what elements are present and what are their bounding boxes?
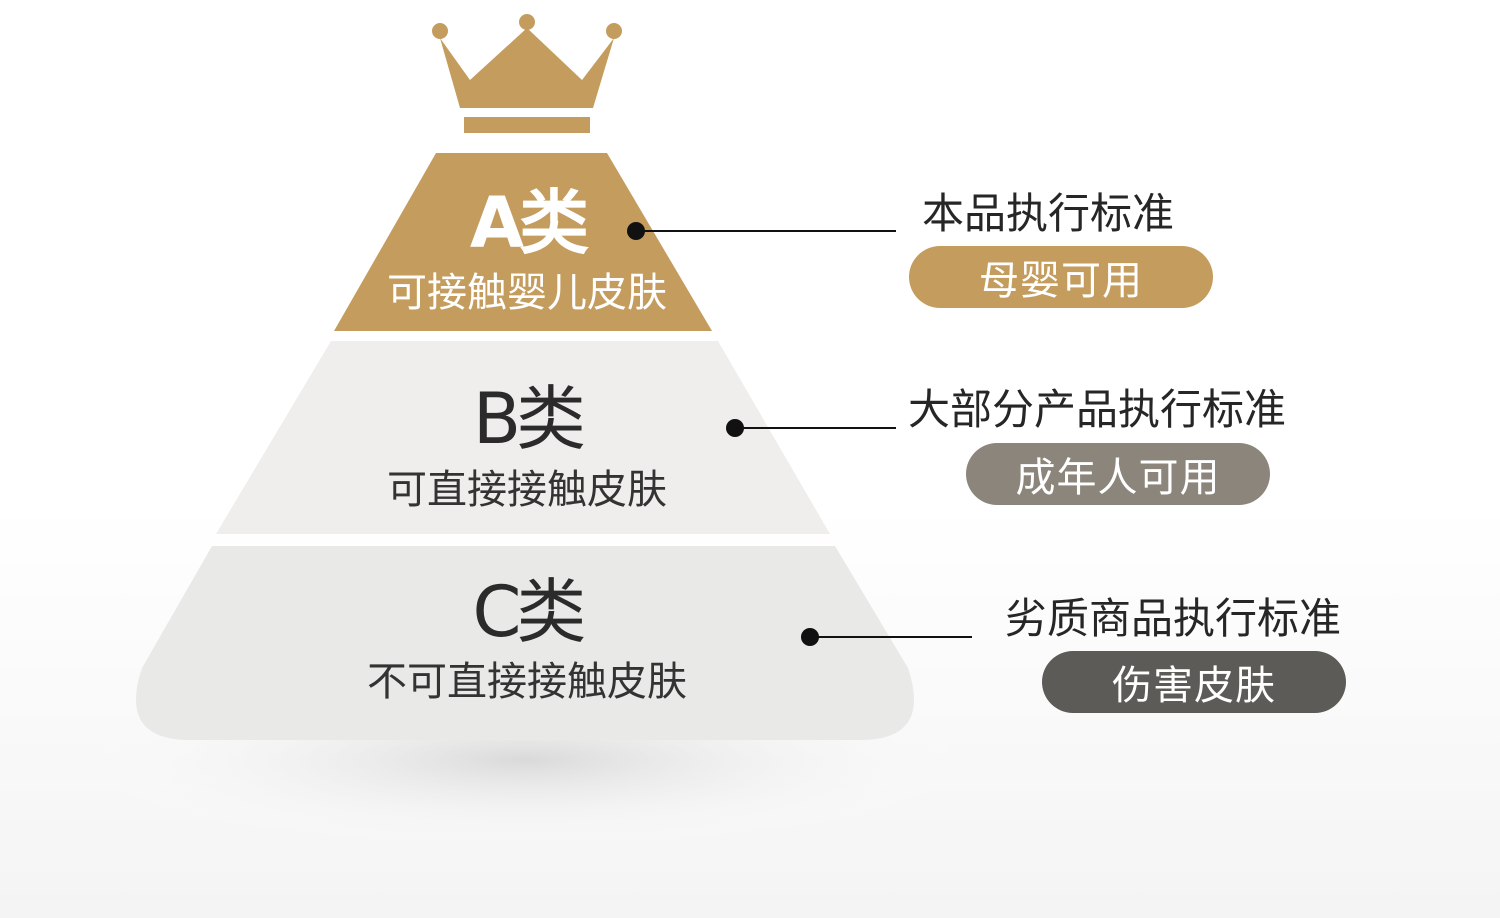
tier-a-band bbox=[334, 153, 712, 331]
crown-icon bbox=[432, 14, 622, 133]
connector-dot-c bbox=[801, 628, 819, 646]
tier-b-badge: 成年人可用 bbox=[966, 443, 1270, 505]
connector-dot-b bbox=[726, 419, 744, 437]
tier-c-badge: 伤害皮肤 bbox=[1042, 651, 1346, 713]
tier-b-description: 可直接接触皮肤 bbox=[387, 467, 667, 513]
tier-c-description: 不可直接接触皮肤 bbox=[367, 659, 687, 705]
tier-c-band bbox=[136, 546, 914, 740]
tier-a-description: 可接触婴儿皮肤 bbox=[387, 270, 667, 316]
tier-a-badge: 母婴可用 bbox=[909, 246, 1213, 308]
tier-c-standard-label: 劣质商品执行标准 bbox=[1005, 594, 1342, 643]
connector-dot-a bbox=[627, 222, 645, 240]
tier-b-standard-label: 大部分产品执行标准 bbox=[908, 385, 1287, 434]
tier-b-band bbox=[216, 341, 830, 534]
tier-a-standard-label: 本品执行标准 bbox=[922, 189, 1175, 238]
tier-a-grade: A类 bbox=[469, 182, 589, 264]
tier-c-grade: C类 bbox=[472, 571, 587, 653]
tier-b-grade: B类 bbox=[472, 378, 586, 460]
